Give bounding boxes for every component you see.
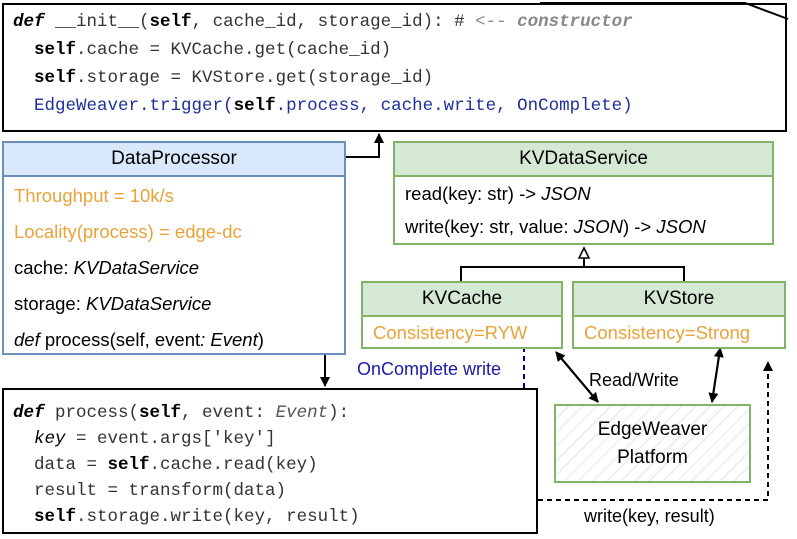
write-result-arrow <box>538 361 773 501</box>
kv-cache-title: KVCache <box>363 283 561 317</box>
process-line-2: key = event.args['key'] <box>34 429 276 449</box>
process-line-5: self.storage.write(key, result) <box>34 507 360 527</box>
init-line-4: EdgeWeaver.trigger(self.process, cache.w… <box>34 96 633 116</box>
process-code-box: def process(self, event: Event): key = e… <box>2 388 538 534</box>
init-line-2: self.cache = KVCache.get(cache_id) <box>34 40 392 60</box>
init-code-box: def __init__(self, cache_id, storage_id)… <box>2 3 787 132</box>
kv-data-service-class: KVDataService read(key: str) -> JSON wri… <box>393 141 774 245</box>
cache-attr: cache: KVDataService <box>14 257 200 278</box>
kv-store-class: KVStore Consistency=Strong <box>572 281 786 349</box>
read-method: read(key: str) -> JSON <box>405 183 591 204</box>
platform-line-2: Platform <box>617 447 688 468</box>
kv-store-title: KVStore <box>574 283 784 317</box>
dp-to-init-arrow <box>346 133 384 158</box>
data-processor-class: DataProcessor Throughput = 10k/s Localit… <box>2 141 346 355</box>
def-keyword: def <box>13 12 45 32</box>
process-line-3: data = self.cache.read(key) <box>34 455 318 475</box>
oncomplete-write-label: OnComplete write <box>357 359 502 379</box>
kv-store-consistency: Consistency=Strong <box>584 322 751 343</box>
edgeweaver-platform: EdgeWeaver Platform <box>554 404 751 483</box>
note-fold <box>540 2 789 20</box>
locality-attr: Locality(process) = edge-dc <box>14 221 242 242</box>
init-line-3: self.storage = KVStore.get(storage_id) <box>34 68 434 88</box>
store-platform-arrow <box>708 347 724 403</box>
write-result-label: write(key, result) <box>584 506 715 526</box>
init-line-1: def __init__(self, cache_id, storage_id)… <box>13 12 633 32</box>
inherit-lines <box>460 248 685 283</box>
process-method: def process(self, event: Event) <box>14 329 264 350</box>
kv-cache-consistency: Consistency=RYW <box>373 322 528 343</box>
data-processor-title: DataProcessor <box>4 143 344 177</box>
cache-platform-arrow <box>555 351 599 403</box>
write-method: write(key: str, value: JSON) -> JSON <box>405 216 706 237</box>
kv-cache-class: KVCache Consistency=RYW <box>361 281 563 349</box>
throughput-attr: Throughput = 10k/s <box>14 185 174 206</box>
constructor-comment: constructor <box>517 12 633 32</box>
process-line-4: result = transform(data) <box>34 481 287 501</box>
kv-data-service-title: KVDataService <box>395 143 772 177</box>
read-write-label: Read/Write <box>589 370 679 390</box>
platform-line-1: EdgeWeaver <box>597 419 708 440</box>
storage-attr: storage: KVDataService <box>14 293 212 314</box>
process-line-1: def process(self, event: Event): <box>13 403 350 423</box>
